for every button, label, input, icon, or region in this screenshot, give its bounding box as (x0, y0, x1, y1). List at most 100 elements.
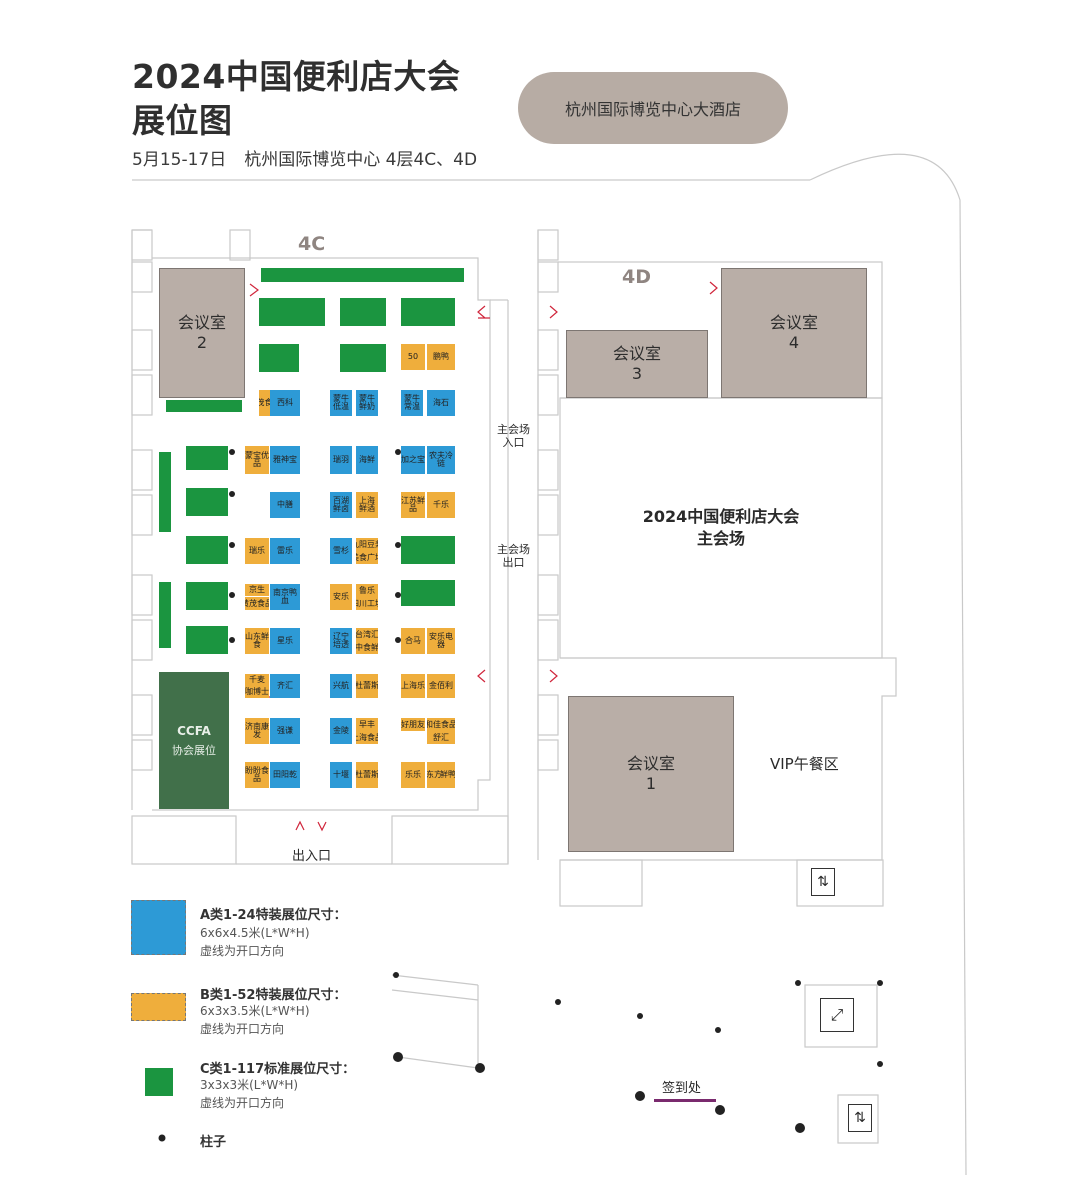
ccfa-logo: CCFA (177, 723, 211, 738)
booth-b[interactable]: 台湾汇 (356, 628, 378, 641)
entrance-line2: 入口 (502, 436, 525, 449)
booth-b[interactable]: 济南康发 (245, 718, 269, 744)
booth-a[interactable]: 雷乐 (270, 538, 300, 564)
booth-c-block (259, 298, 325, 326)
meeting-room-3: 会议室 3 (566, 330, 708, 398)
booth-a[interactable]: 金陵 (330, 718, 352, 744)
booth-c-row (166, 400, 242, 412)
booth-b[interactable]: 宏茂食品 (259, 390, 270, 416)
booth-a[interactable]: 加之宝 (401, 446, 425, 474)
booth-b[interactable]: 鹏鸭 (427, 344, 455, 370)
booth-b[interactable]: 鲜鸭 (441, 762, 455, 788)
main-conference-hall: 2024中国便利店大会 主会场 (560, 398, 882, 658)
booth-b[interactable]: 千乐 (427, 492, 455, 518)
booth-b[interactable]: 瑞乐 (245, 538, 269, 564)
booth-b[interactable]: 四川工坊 (356, 597, 378, 610)
meeting-room-2: 会议室 2 (159, 268, 245, 398)
booth-a[interactable]: 星乐 (270, 628, 300, 654)
event-date: 5月15-17日 (132, 150, 227, 170)
booth-a[interactable]: 西科 (270, 390, 300, 416)
booth-b[interactable]: 上海乐 (401, 674, 425, 698)
booth-b[interactable]: 50 (401, 344, 425, 370)
main-hall-subtitle: 主会场 (696, 529, 745, 548)
booth-b[interactable]: 盼盼食品 (245, 762, 269, 788)
hall-4c-label: 4C (298, 233, 326, 255)
booth-c-block (259, 344, 299, 372)
booth-a[interactable]: 中膳 (270, 492, 300, 518)
legend-b-note: 虚线为开口方向 (200, 1022, 285, 1036)
booth-b[interactable]: 好朋友 (401, 718, 425, 731)
booth-a[interactable]: 蒙牛常温 (401, 390, 423, 416)
page-title-line2: 展位图 (132, 101, 233, 140)
checkin-desk-label: 签到处 (662, 1081, 702, 1096)
main-hall-title: 2024中国便利店大会 (642, 507, 800, 526)
booth-b[interactable]: 杜蕾斯 (356, 674, 378, 698)
room-label: 会议室 (177, 313, 226, 332)
booth-c-block (401, 536, 455, 564)
legend-swatch-c (145, 1068, 173, 1096)
booth-b[interactable]: 鲁乐 (356, 584, 378, 597)
booth-b[interactable]: 东方 (427, 762, 441, 788)
booth-b[interactable]: 和佳食品 (427, 718, 455, 731)
booth-b[interactable]: 九阳豆浆 (356, 538, 378, 551)
legend-pillar-title: 柱子 (200, 1135, 227, 1150)
booth-b[interactable]: 金佰利 (427, 674, 455, 698)
main-hall-entrance-label: 主会场 入口 (497, 423, 530, 449)
booth-b[interactable]: 上海食品 (356, 731, 378, 744)
booth-a[interactable]: 海鲜 (356, 446, 378, 474)
legend-swatch-b (131, 993, 186, 1021)
booth-b[interactable]: 舒汇 (427, 731, 455, 744)
booth-c-block (401, 580, 455, 606)
room-number: 1 (645, 774, 657, 793)
entrance-line1: 主会场 (497, 423, 530, 436)
booth-b[interactable]: 杜蕾斯 (356, 762, 378, 788)
room-label: 会议室 (626, 754, 675, 773)
booth-b[interactable]: 千麦 (245, 674, 269, 686)
legend-c-note: 虚线为开口方向 (200, 1096, 285, 1110)
booth-b[interactable]: 乐乐 (401, 762, 425, 788)
booth-a[interactable]: 南京鸭血 (270, 584, 300, 610)
meeting-room-4: 会议室 4 (721, 268, 867, 398)
booth-b[interactable]: 京生 (245, 584, 269, 596)
ccfa-booth-label: 协会展位 (172, 743, 216, 757)
booth-a[interactable]: 田阳乾 (270, 762, 300, 788)
booth-c-row (261, 268, 464, 282)
room-label: 会议室 (612, 344, 661, 363)
legend-b-title: B类1-52特装展位尺寸： (200, 988, 347, 1003)
booth-c-block (186, 582, 228, 610)
booth-b[interactable]: 上海鲜酒 (356, 492, 378, 518)
booth-a[interactable]: 强谦 (270, 718, 300, 744)
ccfa-association-booth: CCFA 协会展位 (159, 672, 229, 809)
booth-b[interactable]: 江苏鲜品 (401, 492, 425, 518)
booth-b[interactable]: 安乐 (330, 584, 352, 610)
booth-a[interactable]: 海石 (427, 390, 455, 416)
booth-b[interactable]: 早丰 (356, 718, 378, 731)
booth-b[interactable]: 黄茂食品 (245, 597, 269, 610)
booth-a[interactable]: 雪杉 (330, 538, 352, 564)
booth-a[interactable]: 雅神宝 (270, 446, 300, 474)
booth-a[interactable]: 兴航 (330, 674, 352, 698)
booth-a[interactable]: 瑞羽 (330, 446, 352, 474)
booth-b[interactable]: 安乐电器 (427, 628, 455, 654)
booth-a[interactable]: 辽宁培透 (330, 628, 352, 654)
booth-b[interactable]: 合马 (401, 628, 425, 654)
page-title: 2024中国便利店大会 (132, 57, 461, 96)
exit-label: 出入口 (292, 849, 332, 864)
legend-swatch-a (131, 900, 186, 955)
booth-a[interactable]: 蒙牛鲜奶 (356, 390, 378, 416)
booth-a[interactable]: 蒙牛低温 (330, 390, 352, 416)
hotel-label: 杭州国际博览中心大酒店 (518, 72, 788, 144)
booth-c-block (186, 626, 228, 654)
booth-a[interactable]: 农夫冷链 (427, 446, 455, 474)
booth-b[interactable]: 中食鲜 (356, 641, 378, 654)
booth-c-column (159, 582, 171, 648)
booth-a[interactable]: 齐汇 (270, 674, 300, 698)
hall-4d-label: 4D (622, 266, 651, 288)
booth-a[interactable]: 百湖鲜卤 (330, 492, 352, 518)
booth-b[interactable]: 山东鲜食 (245, 628, 269, 654)
booth-b[interactable]: 咖博士 (245, 686, 269, 698)
booth-c-block (186, 536, 228, 564)
booth-a[interactable]: 十堰 (330, 762, 352, 788)
booth-b[interactable]: 蒙宝优品 (245, 446, 269, 474)
booth-b[interactable]: 美食广场 (356, 551, 378, 564)
